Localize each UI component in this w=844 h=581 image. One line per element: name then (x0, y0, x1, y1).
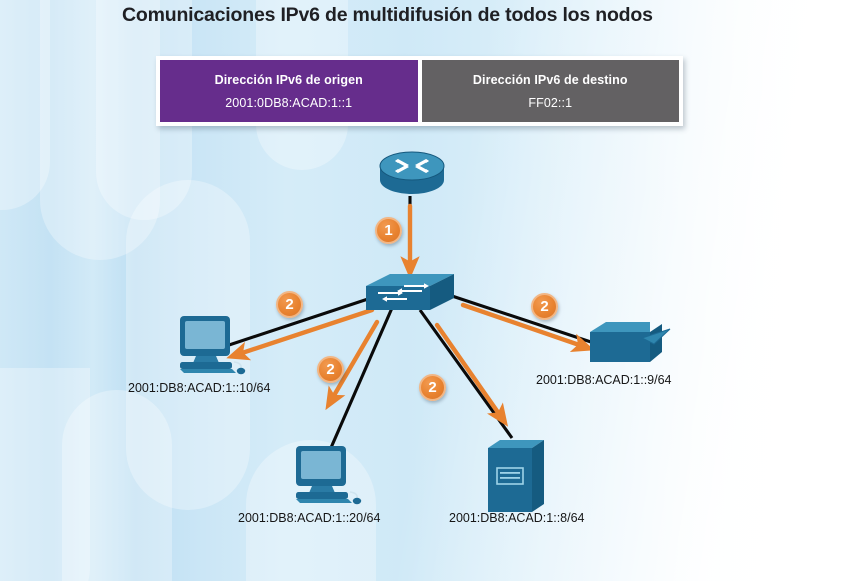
destination-address-value: FF02::1 (528, 95, 573, 110)
source-address-cell: Dirección IPv6 de origen 2001:0DB8:ACAD:… (160, 60, 418, 122)
printer-node[interactable] (588, 318, 672, 370)
destination-address-header: Dirección IPv6 de destino (472, 72, 628, 87)
step-badge-2-right: 2 (531, 293, 558, 320)
switch-node[interactable] (364, 272, 456, 320)
pc-bottom-node[interactable] (290, 444, 364, 506)
pc-left-label: 2001:DB8:ACAD:1::10/64 (128, 381, 271, 395)
watermark-shape-6 (62, 390, 172, 581)
address-table: Dirección IPv6 de origen 2001:0DB8:ACAD:… (156, 56, 683, 126)
source-address-value: 2001:0DB8:ACAD:1::1 (225, 95, 353, 110)
step-badge-2-left: 2 (276, 291, 303, 318)
step-badge-2-bottom-left: 2 (317, 356, 344, 383)
watermark-shape-5 (0, 368, 90, 581)
printer-label: 2001:DB8:ACAD:1::9/64 (536, 373, 672, 387)
switch-icon (366, 274, 454, 310)
server-label: 2001:DB8:ACAD:1::8/64 (449, 511, 585, 525)
desktop-pc-icon (296, 446, 362, 505)
pc-left-node[interactable] (174, 314, 248, 376)
step-badge-2-bottom-right: 2 (419, 374, 446, 401)
page-title: Comunicaciones IPv6 de multidifusión de … (122, 4, 653, 26)
router-node[interactable] (378, 146, 446, 198)
desktop-pc-icon (180, 316, 246, 375)
watermark-shape-1 (0, 0, 50, 210)
watermark-shape-2 (40, 0, 160, 260)
printer-icon (590, 322, 671, 362)
router-icon (379, 151, 445, 194)
source-address-header: Dirección IPv6 de origen (214, 72, 363, 87)
server-icon (488, 440, 544, 512)
pc-bottom-label: 2001:DB8:ACAD:1::20/64 (238, 511, 381, 525)
server-node[interactable] (486, 438, 548, 514)
step-badge-1: 1 (375, 217, 402, 244)
destination-address-cell: Dirección IPv6 de destino FF02::1 (421, 60, 679, 122)
